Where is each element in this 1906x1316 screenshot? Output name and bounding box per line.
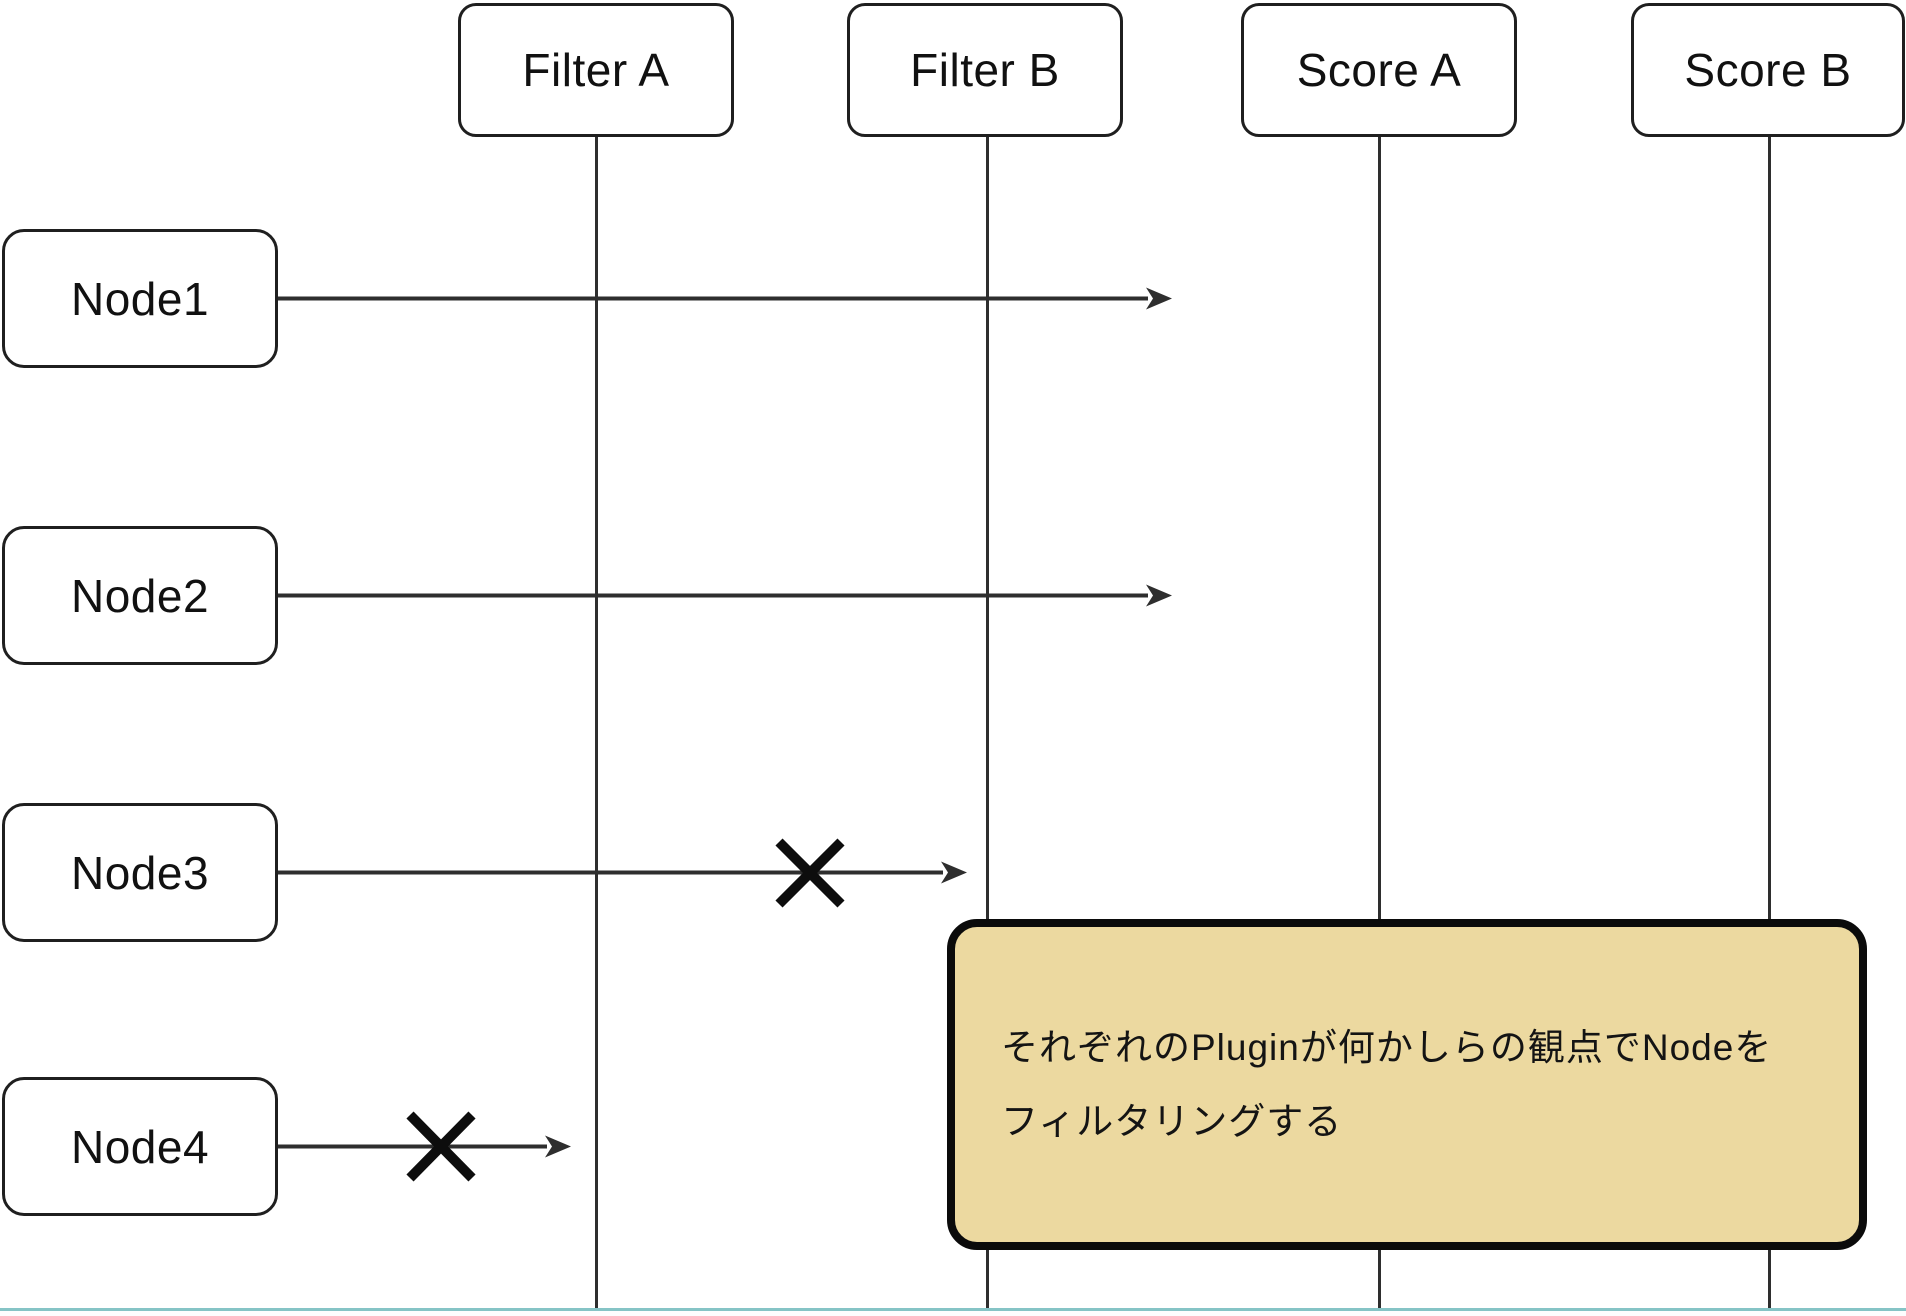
bottom-margin-strip xyxy=(0,1311,1906,1316)
node-label-node4: Node4 xyxy=(70,1120,210,1173)
node-label-node3: Node3 xyxy=(70,846,210,899)
arrow-node4 xyxy=(278,1135,571,1158)
arrow-node2 xyxy=(278,584,1172,607)
lifeline-score-b xyxy=(1768,136,1771,1308)
arrow-node1 xyxy=(278,287,1172,310)
lane-label-score-a: Score A xyxy=(1296,44,1462,96)
arrowhead-node4 xyxy=(545,1135,571,1158)
arrowhead-node2 xyxy=(1146,584,1172,607)
bottom-divider-rule xyxy=(0,1308,1906,1311)
lane-label-filter-b: Filter B xyxy=(910,44,1060,96)
node-box-node4: Node4 xyxy=(2,1077,278,1216)
lifeline-filter-b xyxy=(986,136,989,1308)
arrow-node3 xyxy=(278,861,967,884)
lane-label-score-b: Score B xyxy=(1684,44,1852,96)
lane-box-filter-a: Filter A xyxy=(458,3,734,137)
blocked-x-node4 xyxy=(406,1111,476,1182)
lane-box-filter-b: Filter B xyxy=(847,3,1123,137)
node-box-node1: Node1 xyxy=(2,229,278,368)
node-label-node1: Node1 xyxy=(70,272,210,325)
lane-box-score-a: Score A xyxy=(1241,3,1517,137)
lifeline-filter-a xyxy=(595,136,598,1308)
node-label-node2: Node2 xyxy=(70,569,210,622)
note-text-line2: フィルタリングする xyxy=(1001,1100,1343,1142)
note-text-line1: それぞれのPluginが何かしらの観点でNodeを xyxy=(1001,1026,1773,1068)
lifeline-score-a xyxy=(1378,136,1381,1308)
node-box-node2: Node2 xyxy=(2,526,278,665)
node-box-node3: Node3 xyxy=(2,803,278,942)
blocked-x-node3 xyxy=(775,838,845,908)
lane-box-score-b: Score B xyxy=(1631,3,1905,137)
arrowhead-node1 xyxy=(1146,287,1172,310)
annotation-note: それぞれのPluginが何かしらの観点でNodeを フィルタリングする xyxy=(947,919,1867,1250)
lane-label-filter-a: Filter A xyxy=(522,44,670,96)
arrowhead-node3 xyxy=(941,861,967,884)
